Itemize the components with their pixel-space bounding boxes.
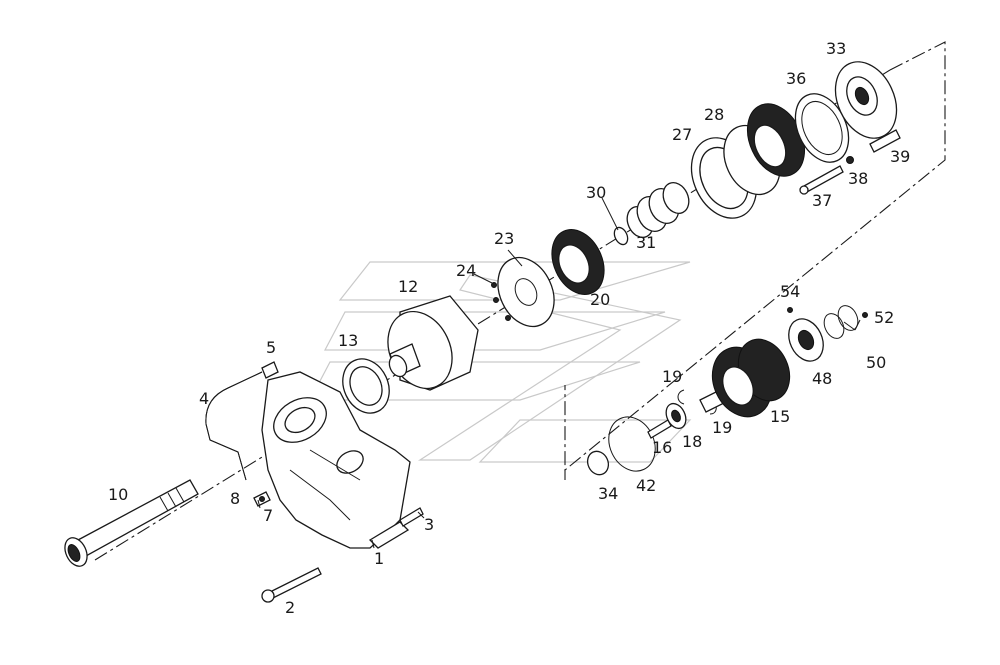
label-part-2: 2 [285, 598, 295, 617]
label-part-28: 28 [704, 105, 724, 124]
leader-lines [257, 197, 866, 549]
part-seal-13 [342, 358, 390, 414]
part-discs-28 [723, 103, 806, 196]
part-bolt-3 [399, 507, 424, 527]
part-fitting-5 [261, 361, 279, 379]
part-bolt-long [261, 567, 322, 603]
label-part-31: 31 [636, 233, 656, 252]
label-part-23: 23 [494, 229, 514, 248]
part-clutch-pack-20 [551, 229, 605, 295]
label-part-33: 33 [826, 39, 846, 58]
label-part-10: 10 [108, 485, 128, 504]
watermark-logo [309, 261, 692, 463]
part-oil-pipe [205, 371, 263, 481]
label-part-19-top: 19 [662, 367, 682, 386]
part-washer-38 [846, 156, 854, 164]
part-gasket-36 [794, 93, 850, 163]
part-fitting-7-8 [253, 491, 271, 507]
label-part-42: 42 [636, 476, 656, 495]
part-ring-34 [586, 450, 610, 476]
label-part-36: 36 [786, 69, 806, 88]
part-housing [261, 371, 411, 549]
part-bearing-18 [665, 402, 687, 430]
part-plate-23 [497, 256, 555, 328]
part-carrier-12 [387, 295, 479, 391]
part-dot-54 [787, 307, 793, 313]
callout-labels: 1 2 3 4 5 7 8 10 12 13 15 16 18 19 19 20… [108, 39, 910, 617]
label-part-3: 3 [424, 515, 434, 534]
label-part-34: 34 [598, 484, 618, 503]
part-bolt-37 [799, 165, 844, 195]
label-part-15: 15 [770, 407, 790, 426]
label-part-38: 38 [848, 169, 868, 188]
label-part-48: 48 [812, 369, 832, 388]
label-part-54: 54 [780, 282, 800, 301]
label-part-13: 13 [338, 331, 358, 350]
part-dot-52 [862, 312, 868, 318]
label-part-18: 18 [682, 432, 702, 451]
label-part-16: 16 [652, 438, 672, 457]
part-pin-39 [869, 129, 901, 153]
label-part-39: 39 [890, 147, 910, 166]
label-part-20: 20 [590, 290, 610, 309]
label-part-30: 30 [586, 183, 606, 202]
label-part-19-bottom: 19 [712, 418, 732, 437]
part-cover-33 [834, 61, 898, 139]
label-part-4: 4 [199, 389, 209, 408]
label-part-8: 8 [230, 489, 240, 508]
label-part-12: 12 [398, 277, 418, 296]
part-rings-50 [823, 305, 859, 339]
label-part-1: 1 [374, 549, 384, 568]
label-part-5: 5 [266, 338, 276, 357]
label-part-37: 37 [812, 191, 832, 210]
label-part-27: 27 [672, 125, 692, 144]
label-part-52: 52 [874, 308, 894, 327]
label-part-50: 50 [866, 353, 886, 372]
part-springs-31 [626, 181, 690, 239]
part-bolt-16 [647, 419, 672, 439]
part-gear-shaft-15 [699, 338, 791, 418]
label-part-24: 24 [456, 261, 476, 280]
part-bearing-48 [788, 318, 824, 362]
label-part-7: 7 [263, 506, 273, 525]
part-shaft [64, 479, 199, 567]
part-ring-30 [613, 226, 629, 246]
